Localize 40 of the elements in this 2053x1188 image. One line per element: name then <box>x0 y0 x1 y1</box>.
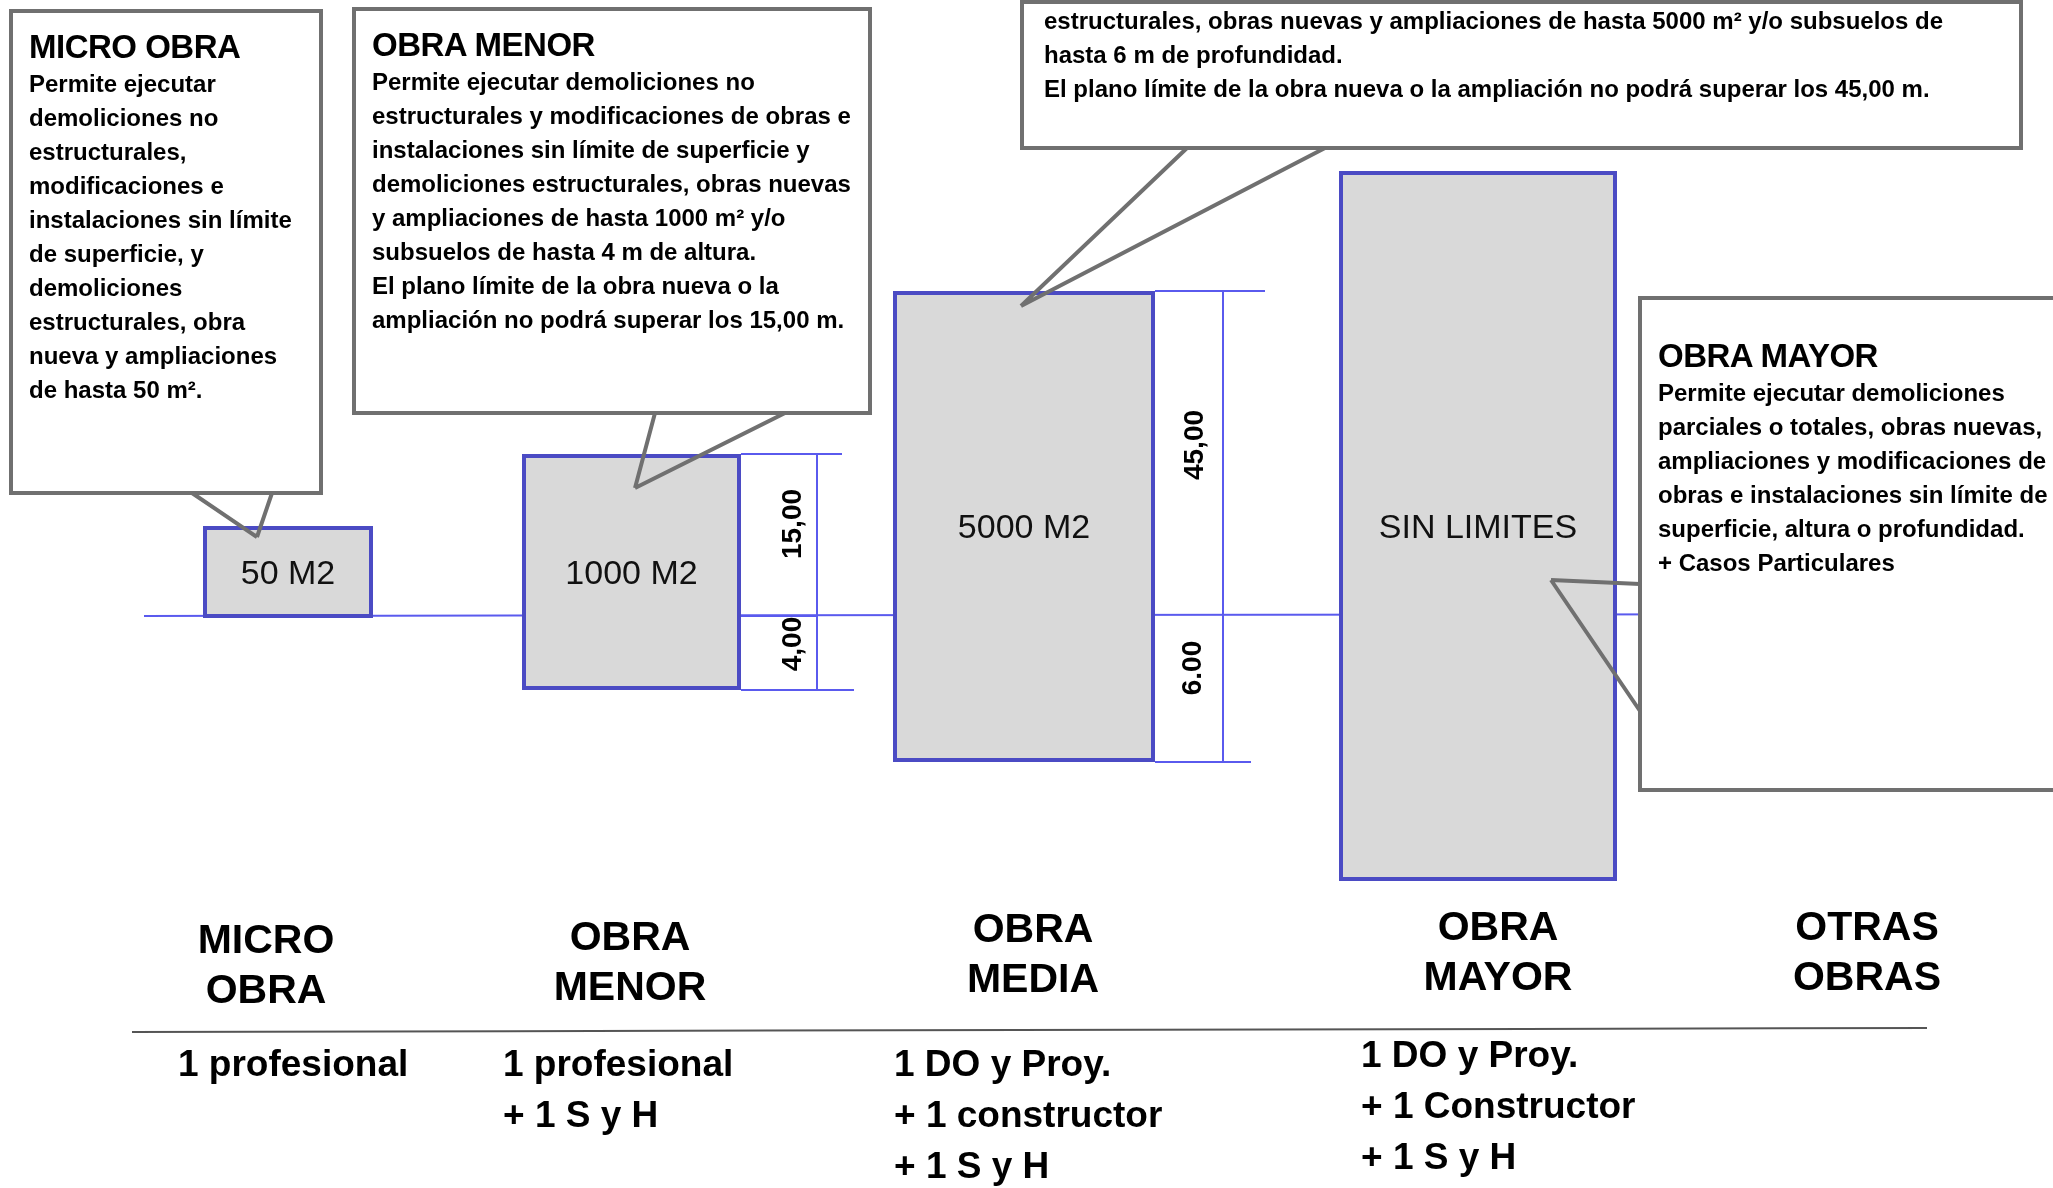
staff-text: 1 DO y Proy. <box>1361 1035 1579 1075</box>
category-title: OBRA MAYOR <box>1422 902 1574 1001</box>
staff-text: 1 profesional <box>178 1044 409 1084</box>
area-box <box>893 291 1155 762</box>
callout-heading: OBRA MAYOR <box>1658 336 1879 376</box>
area-label: 5000 M2 <box>957 507 1091 546</box>
category-title: MICRO OBRA <box>196 915 336 1014</box>
area-label: SIN LIMITES <box>1378 506 1578 546</box>
dimension-value: 4,00 <box>776 616 808 672</box>
area-box <box>522 454 741 690</box>
staff-text: + 1 S y H <box>894 1146 1050 1186</box>
area-box <box>203 526 373 618</box>
callout-text: estructurales, obras nuevas y ampliaciones de hasta 5000 m² y/o subsuelos de hasta 6 m de profundidad. <box>1044 6 1945 70</box>
callout-text: + Casos Particulares <box>1658 548 1896 578</box>
callout-text: Permite ejecutar demoliciones parciales o totales, obras nuevas, ampliaciones y modificaciones de obras e instalaciones sin límite de superficie, altura o profundidad. <box>1658 378 2048 544</box>
dimension-value: 6.00 <box>1176 640 1208 696</box>
staff-text: 1 profesional <box>503 1044 734 1084</box>
staff-text: + 1 Constructor <box>1361 1086 1636 1126</box>
dimension-value: 45,00 <box>1178 409 1210 481</box>
callout-bubble <box>1638 296 2053 792</box>
callout-text: El plano límite de la obra nueva o la ampliación no podrá superar los 45,00 m. <box>1044 74 1931 104</box>
area-box <box>1339 171 1617 881</box>
category-title: OBRA MEDIA <box>965 904 1101 1003</box>
category-title: OTRAS OBRAS <box>1791 902 1943 1001</box>
callout-text: El plano límite de la obra nueva o la ampliación no podrá superar los 15,00 m. <box>372 271 846 335</box>
callout-text: Permite ejecutar demoliciones no estructurales, modificaciones e instalaciones sin límite de superficie, y demoliciones estructurales, obra nueva y ampliaciones de hasta 50 m². <box>29 69 293 405</box>
area-label: 1000 M2 <box>565 552 698 592</box>
staff-text: + 1 S y H <box>1361 1137 1517 1177</box>
callout-heading: OBRA MENOR <box>372 25 596 65</box>
area-label: 50 M2 <box>240 552 336 592</box>
staff-text: + 1 S y H <box>503 1095 659 1135</box>
staff-text: 1 DO y Proy. <box>894 1044 1112 1084</box>
callout-bubble <box>352 7 872 415</box>
callout-bubble <box>9 9 323 495</box>
callout-bubble <box>1020 0 2023 150</box>
callout-heading: MICRO OBRA <box>29 27 242 67</box>
category-title: OBRA MENOR <box>552 912 708 1011</box>
callout-text: Permite ejecutar demoliciones no estructurales y modificaciones de obras e instalaciones sin límite de superficie y demoliciones estructurales, obras nuevas y ampliaciones de hasta 1000 m² y/o subsuelos de hasta 4 m de altura. <box>372 67 852 267</box>
dimension-value: 15,00 <box>776 488 808 560</box>
staff-text: + 1 constructor <box>894 1095 1163 1135</box>
